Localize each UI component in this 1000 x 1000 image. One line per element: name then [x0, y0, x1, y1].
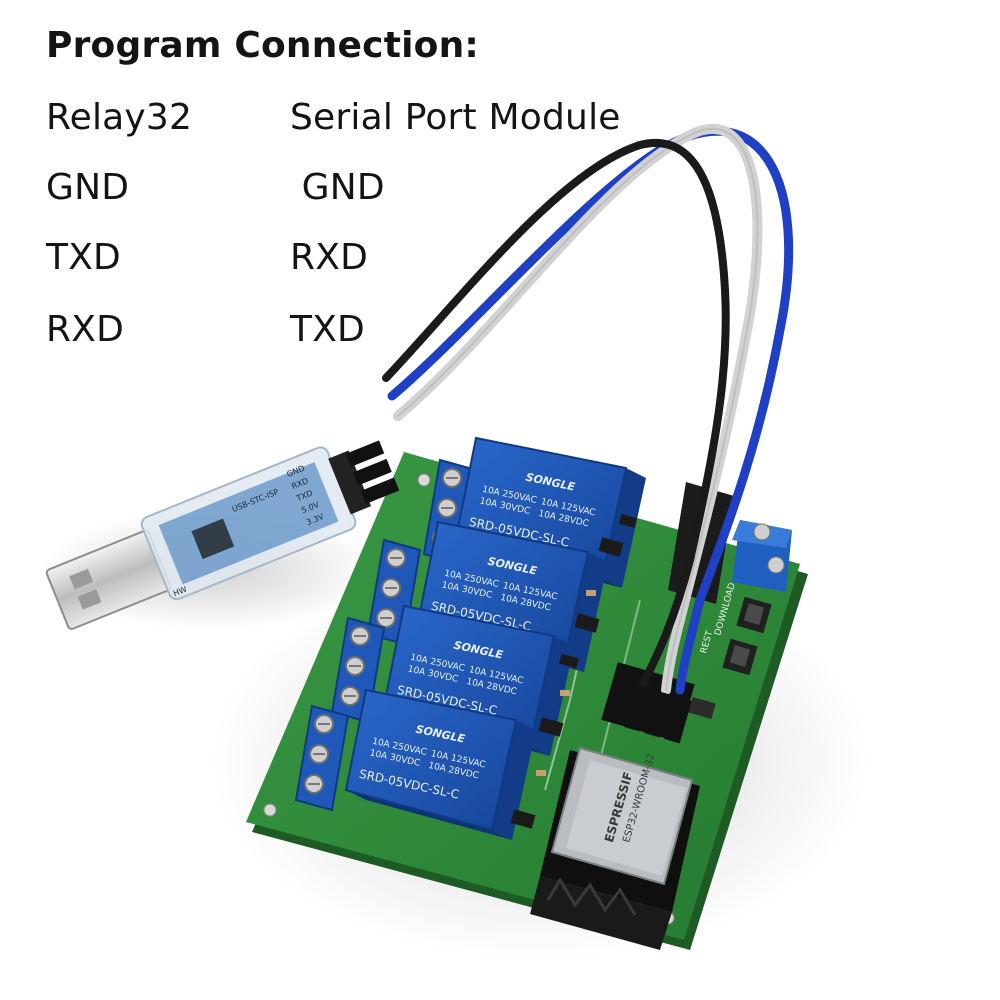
relay32-pin-rxd: RXD — [46, 309, 124, 350]
dupont-connector-white — [353, 458, 392, 486]
page-title: Program Connection: — [46, 25, 480, 66]
esp32-module: ESPRESSIF ESP32-WROOM-32 — [530, 746, 700, 950]
mounting-hole — [263, 803, 277, 817]
board-dupont-connectors — [624, 684, 692, 744]
column-header-relay32: Relay32 — [46, 97, 193, 138]
column-header-serial-module: Serial Port Module — [290, 97, 621, 138]
smd-components — [510, 513, 716, 829]
wire-black — [382, 139, 730, 694]
power-terminal — [732, 520, 792, 592]
jumper-wires — [382, 123, 794, 695]
usb-plug-window — [77, 589, 102, 610]
serial-pin-rxd: RXD — [290, 237, 368, 278]
terminal-block — [294, 704, 350, 812]
relay32-pin-gnd: GND — [46, 167, 130, 208]
dupont-connector-black — [345, 440, 385, 467]
serial-pin-txd: TXD — [290, 309, 365, 350]
wire-blue — [387, 126, 794, 695]
board-buttons — [722, 596, 772, 676]
dupont-connector-blue — [360, 477, 400, 504]
serial-pin-gnd: GND — [290, 167, 385, 208]
relay32-pin-txd: TXD — [46, 237, 121, 278]
mounting-hole — [417, 473, 431, 487]
usb-plug-window — [69, 568, 94, 590]
